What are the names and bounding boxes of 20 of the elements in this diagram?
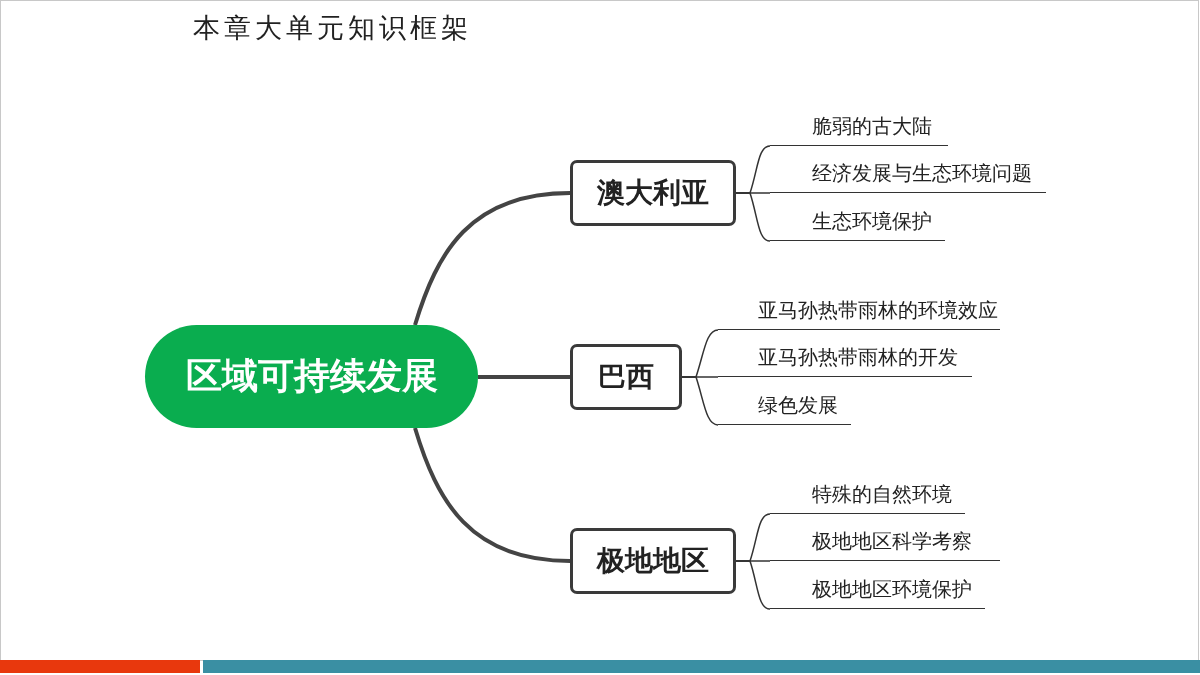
branch-box: 澳大利亚 <box>570 160 736 226</box>
connector-line <box>413 427 571 563</box>
slide-title: 本章大单元知识框架 <box>193 11 472 45</box>
subtopic-label: 亚马孙热带雨林的环境效应 <box>718 296 1000 330</box>
connector-line <box>413 191 571 326</box>
connector-line <box>478 375 570 379</box>
subtopic-label: 绿色发展 <box>718 391 851 425</box>
subtopic-label: 脆弱的古大陆 <box>770 112 948 146</box>
topic-pill: 区域可持续发展 <box>145 325 478 428</box>
branch-box: 极地地区 <box>570 528 736 594</box>
subtopic-label: 极地地区科学考察 <box>770 527 1000 561</box>
subtopic-label: 生态环境保护 <box>770 207 945 241</box>
subtopic-label: 亚马孙热带雨林的开发 <box>718 343 972 377</box>
subtopic-label: 经济发展与生态环境问题 <box>770 159 1046 193</box>
subtopic-label: 极地地区环境保护 <box>770 575 985 609</box>
branch-box: 巴西 <box>570 344 682 410</box>
connector-line <box>681 376 719 426</box>
connector-line <box>735 560 771 610</box>
subtopic-label: 特殊的自然环境 <box>770 480 965 514</box>
connector-line <box>735 192 771 242</box>
